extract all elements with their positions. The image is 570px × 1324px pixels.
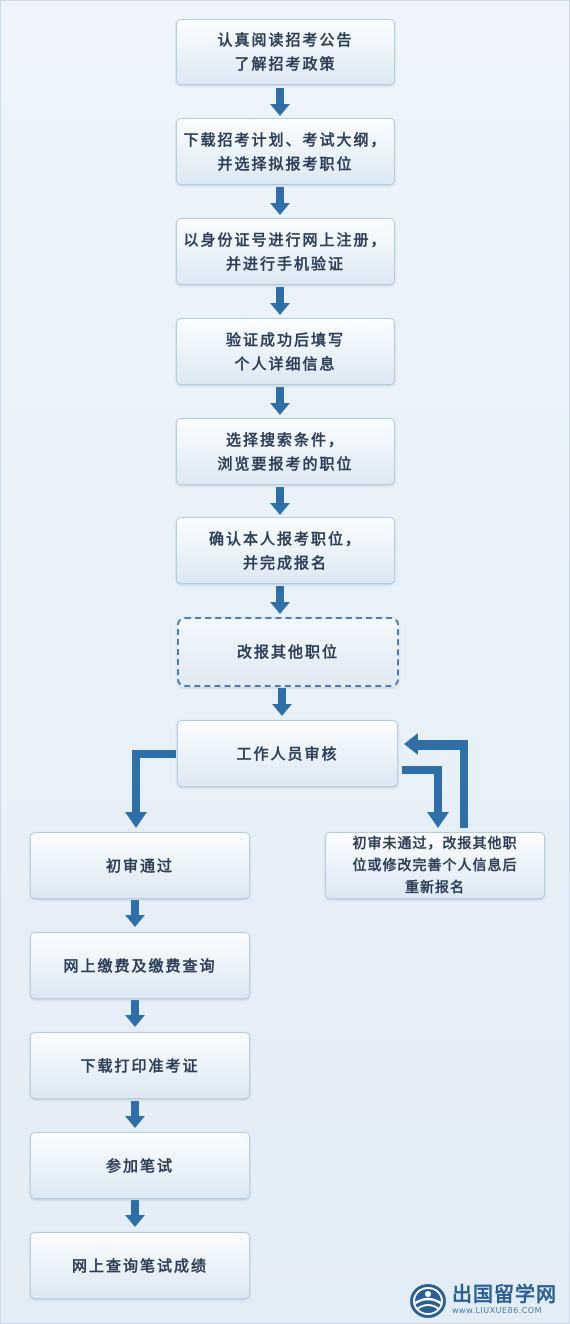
step-confirm-registration: 确认本人报考职位， 并完成报名 [176,517,395,584]
logo-url: www.LIUXUE86.COM [452,1306,543,1315]
step-read-notice: 认真阅读招考公告 了解招考政策 [176,19,395,85]
step-preliminary-fail: 初审未通过，改报其他职 位或修改完善个人信息后 重新报名 [325,832,545,899]
step-change-position: 改报其他职位 [177,617,399,687]
step-fill-info: 验证成功后填写 个人详细信息 [176,318,395,385]
step-preliminary-pass: 初审通过 [30,832,250,899]
step-staff-review: 工作人员审核 [177,720,398,787]
step-print-admission-ticket: 下载打印准考证 [30,1032,250,1099]
logo-globe-icon [410,1284,446,1318]
logo-name: 出国留学网 [452,1282,557,1306]
step-written-exam: 参加笔试 [30,1132,250,1199]
step-query-results: 网上查询笔试成绩 [30,1232,250,1299]
step-register: 以身份证号进行网上注册， 并进行手机验证 [176,218,395,285]
step-download-plan: 下载招考计划、考试大纲， 并选择拟报考职位 [176,118,395,185]
step-browse-positions: 选择搜索条件， 浏览要报考的职位 [176,418,395,485]
step-online-payment: 网上缴费及缴费查询 [30,932,250,999]
site-logo: 出国留学网 www.LIUXUE86.COM [408,1282,566,1320]
